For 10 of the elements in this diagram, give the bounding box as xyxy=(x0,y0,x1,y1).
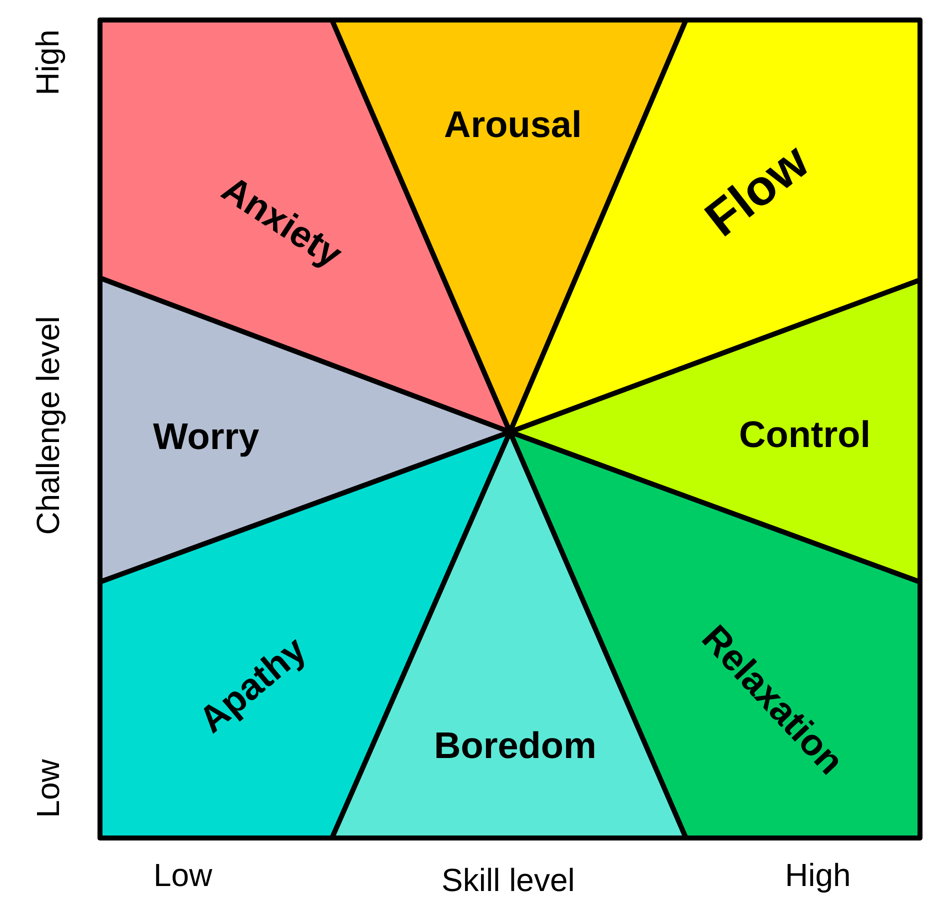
axis-label: High xyxy=(29,29,66,95)
region-label: Arousal xyxy=(444,104,582,146)
axis-label: High xyxy=(785,856,851,894)
axis-label: Challenge level xyxy=(29,316,66,534)
axis-label: Low xyxy=(154,856,212,894)
region-label: Boredom xyxy=(434,725,596,767)
region-label: Control xyxy=(739,414,871,456)
region-label: Worry xyxy=(153,416,260,458)
axis-label: Low xyxy=(29,758,66,818)
axis-label: Skill level xyxy=(442,862,575,898)
